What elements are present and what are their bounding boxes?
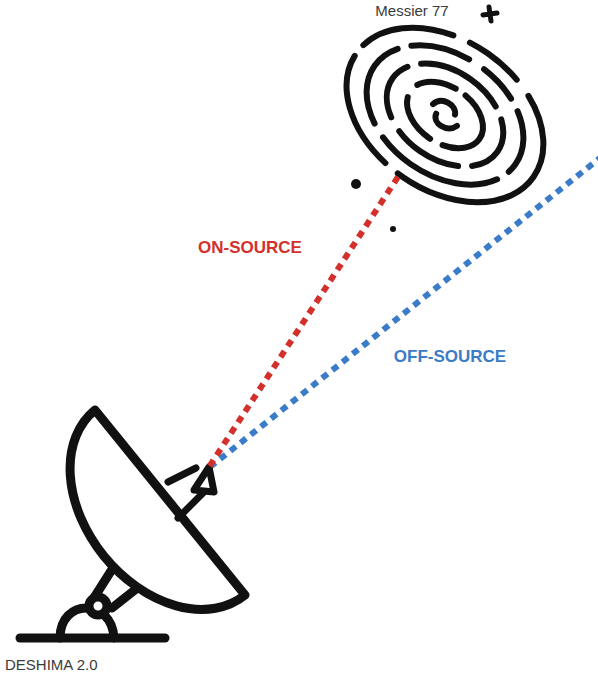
star-cross bbox=[483, 7, 497, 21]
galaxy-drawing bbox=[314, 0, 577, 238]
galaxy-ring bbox=[340, 17, 550, 214]
galaxy-ring bbox=[367, 42, 522, 188]
telescope-base bbox=[20, 634, 165, 643]
telescope-pivot bbox=[89, 597, 107, 615]
galaxy-ring bbox=[395, 68, 496, 162]
star-dot bbox=[390, 226, 396, 232]
telescope-node: DESHIMA 2.0 bbox=[20, 466, 220, 641]
dish-bowl bbox=[70, 410, 245, 609]
feed-horn bbox=[194, 467, 214, 492]
star-dot bbox=[351, 179, 361, 189]
galaxy-ring bbox=[314, 0, 577, 238]
node-label: DESHIMA 2.0 bbox=[5, 656, 145, 674]
sight-line-label: OFF-SOURCE bbox=[380, 347, 520, 367]
galaxy-core bbox=[425, 96, 465, 133]
telescope-drawing bbox=[20, 410, 245, 638]
sight-line-label: ON-SOURCE bbox=[190, 238, 310, 258]
node-label: Messier 77 bbox=[352, 2, 472, 20]
on-source-line bbox=[210, 175, 400, 466]
galaxy-node: Messier 77 bbox=[340, 28, 550, 208]
off-source-line bbox=[210, 158, 598, 467]
